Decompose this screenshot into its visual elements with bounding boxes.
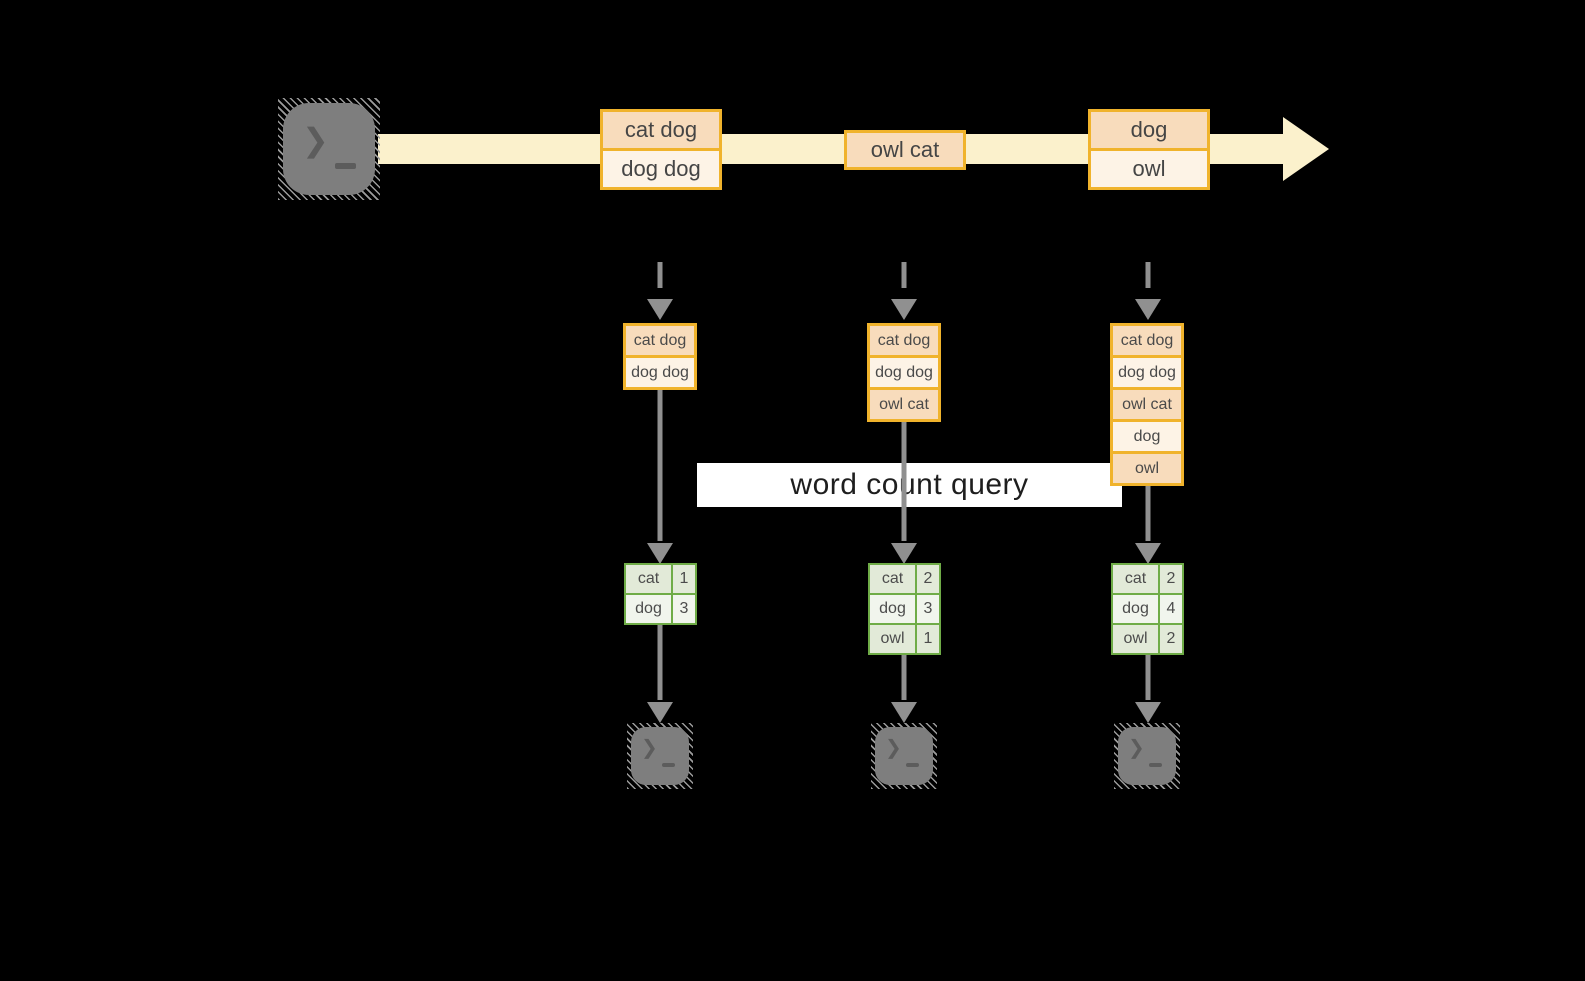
buffered-event-text: dog <box>1113 422 1181 451</box>
stream-arrow-head-icon <box>1283 117 1329 181</box>
stream-event-box-1: cat dog dog dog <box>600 109 722 190</box>
buffered-event-text: owl cat <box>1113 390 1181 419</box>
result-arrow-1-head <box>647 702 673 723</box>
count-row: cat 2 <box>1113 565 1182 593</box>
buffered-event-text: owl <box>1113 454 1181 483</box>
buffered-event-text: owl cat <box>870 390 938 419</box>
stream-event-text: dog <box>1091 112 1207 148</box>
word-cell: cat <box>1113 565 1158 593</box>
prompt-cursor-icon <box>335 163 356 169</box>
count-cell: 2 <box>1160 625 1182 653</box>
word-cell: dog <box>626 595 671 623</box>
dashed-arrow-2-head <box>891 299 917 320</box>
buffered-events-stack-3: cat dog dog dog owl cat dog owl <box>1110 323 1184 486</box>
sink-terminal-icon-2: ❯ <box>871 723 937 789</box>
stream-event-text: dog dog <box>603 151 719 187</box>
buffered-events-stack-2: cat dog dog dog owl cat <box>867 323 941 422</box>
count-row: cat 1 <box>626 565 695 593</box>
count-cell: 3 <box>673 595 695 623</box>
buffered-event-text: dog dog <box>626 358 694 387</box>
buffered-event-text: cat dog <box>626 326 694 355</box>
count-row: dog 3 <box>870 595 939 623</box>
word-cell: cat <box>870 565 915 593</box>
terminal-screen: ❯ <box>631 727 689 785</box>
sink-terminal-icon-1: ❯ <box>627 723 693 789</box>
prompt-cursor-icon <box>1149 763 1162 767</box>
stream-event-text: owl <box>1091 151 1207 187</box>
count-cell: 2 <box>1160 565 1182 593</box>
word-count-table-3: cat 2 dog 4 owl 2 <box>1111 563 1184 655</box>
count-cell: 2 <box>917 565 939 593</box>
result-arrow-2-head <box>891 702 917 723</box>
query-arrow-2-head <box>891 543 917 564</box>
buffered-event-text: dog dog <box>1113 358 1181 387</box>
stream-event-box-2: owl cat <box>844 130 966 170</box>
word-cell: owl <box>1113 625 1158 653</box>
count-cell: 4 <box>1160 595 1182 623</box>
query-arrow-3-head <box>1135 543 1161 564</box>
count-row: cat 2 <box>870 565 939 593</box>
count-cell: 1 <box>917 625 939 653</box>
word-cell: cat <box>626 565 671 593</box>
count-row: owl 2 <box>1113 625 1182 653</box>
dashed-arrow-3-head <box>1135 299 1161 320</box>
terminal-screen: ❯ <box>875 727 933 785</box>
terminal-screen: ❯ <box>1118 727 1176 785</box>
word-count-table-2: cat 2 dog 3 owl 1 <box>868 563 941 655</box>
prompt-cursor-icon <box>906 763 919 767</box>
sink-terminal-icon-3: ❯ <box>1114 723 1180 789</box>
query-arrow-1-head <box>647 543 673 564</box>
word-count-table-1: cat 1 dog 3 <box>624 563 697 625</box>
prompt-chevron-icon: ❯ <box>1128 735 1145 759</box>
stream-event-text: owl cat <box>847 133 963 167</box>
count-cell: 3 <box>917 595 939 623</box>
buffered-events-stack-1: cat dog dog dog <box>623 323 697 390</box>
prompt-cursor-icon <box>662 763 675 767</box>
count-row: owl 1 <box>870 625 939 653</box>
word-cell: dog <box>1113 595 1158 623</box>
prompt-chevron-icon: ❯ <box>641 735 658 759</box>
prompt-chevron-icon: ❯ <box>885 735 902 759</box>
stream-event-text: cat dog <box>603 112 719 148</box>
buffered-event-text: cat dog <box>1113 326 1181 355</box>
count-row: dog 4 <box>1113 595 1182 623</box>
buffered-event-text: dog dog <box>870 358 938 387</box>
count-row: dog 3 <box>626 595 695 623</box>
word-cell: owl <box>870 625 915 653</box>
dashed-arrow-1-head <box>647 299 673 320</box>
result-arrow-3-head <box>1135 702 1161 723</box>
terminal-screen: ❯ <box>283 103 375 195</box>
count-cell: 1 <box>673 565 695 593</box>
stream-event-box-3: dog owl <box>1088 109 1210 190</box>
word-count-query-label: word count query <box>697 463 1122 507</box>
prompt-chevron-icon: ❯ <box>302 121 329 159</box>
source-terminal-icon: ❯ <box>278 98 380 200</box>
word-cell: dog <box>870 595 915 623</box>
buffered-event-text: cat dog <box>870 326 938 355</box>
